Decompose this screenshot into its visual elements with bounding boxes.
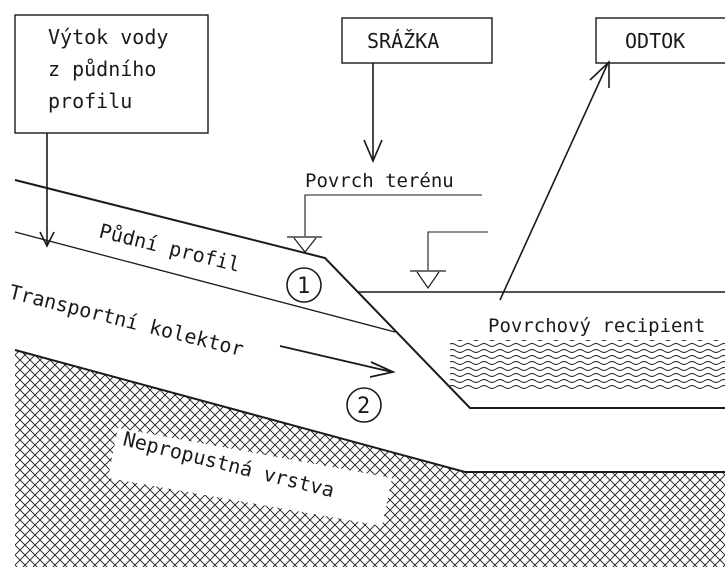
marker-2-label: 2 bbox=[357, 394, 370, 419]
water-level-symbol bbox=[410, 271, 446, 288]
runoff-arrow bbox=[500, 62, 609, 300]
marker-1-label: 1 bbox=[297, 274, 310, 299]
water-waves bbox=[450, 340, 725, 390]
povrch-terenu-label: Povrch terénu bbox=[305, 170, 454, 192]
transportni-kolektor-label: Transportní kolektor bbox=[7, 280, 246, 362]
vytok-label-line1: Výtok vody bbox=[48, 25, 168, 49]
vytok-label-line2: z půdního bbox=[48, 57, 156, 81]
srazka-label: SRÁŽKA bbox=[367, 29, 439, 53]
precipitation-arrow bbox=[364, 63, 382, 161]
pudni-profil-label: Půdní profil bbox=[97, 219, 243, 277]
terrain-leader-line bbox=[305, 195, 482, 236]
vytok-label-line3: profilu bbox=[48, 89, 132, 113]
povrchovy-recipient-label: Povrchový recipient bbox=[488, 315, 705, 337]
water-level-leader bbox=[428, 232, 488, 270]
collector-flow-arrow bbox=[280, 346, 393, 377]
odtok-label: ODTOK bbox=[625, 29, 685, 53]
